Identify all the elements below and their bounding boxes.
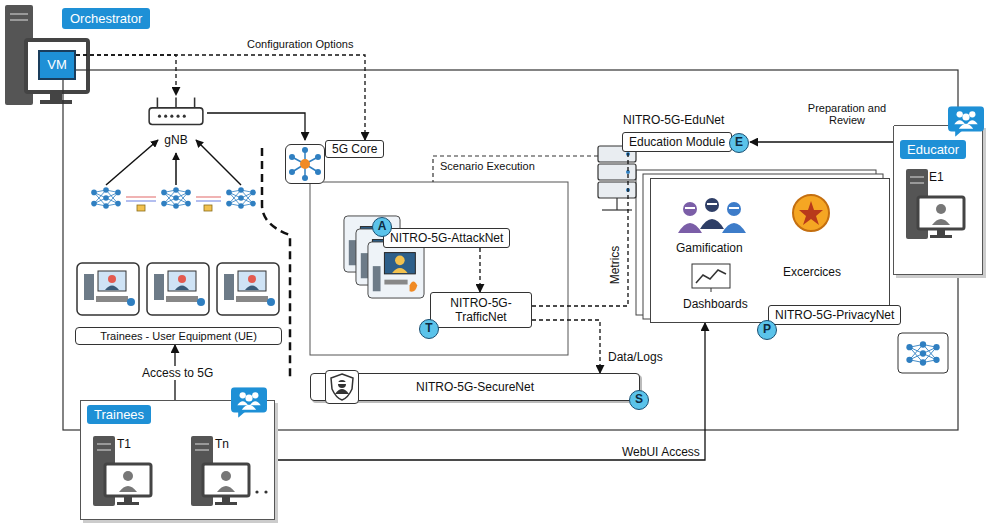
callout-letter: E — [729, 133, 749, 153]
edge-label: Configuration Options — [245, 38, 355, 50]
secure-band: NITRO-5G-SecureNetS — [310, 373, 640, 401]
module-box: NITRO-5G-EduNetEducation ModuleE — [622, 132, 732, 152]
edge-label: Preparation and Review — [800, 102, 894, 126]
node-label: Education Module — [629, 135, 725, 149]
connector — [750, 141, 893, 142]
connector — [479, 248, 480, 292]
edge-label: Metrics — [608, 244, 622, 287]
process-box: NITRO-5G-AttackNetA — [383, 228, 510, 248]
trainee-panel: Trainees — [80, 400, 275, 520]
node-label: Gamification — [676, 241, 743, 255]
node-label: NITRO-5G-SecureNet — [311, 380, 639, 394]
node-label: NITRO-5G-EduNet — [623, 113, 724, 127]
callout-letter: A — [372, 217, 392, 237]
edu-panel: GamificationExcercicesDashboards — [650, 178, 890, 323]
node-label: Trainees — [87, 405, 151, 424]
node-label: Educator — [900, 140, 966, 159]
router-node: gNB — [145, 95, 207, 151]
text-label: E1 — [929, 170, 944, 184]
text-label: Scenario Execution — [440, 160, 535, 172]
icon — [145, 95, 207, 129]
icon — [676, 195, 748, 239]
vm-screen: VM — [38, 50, 76, 80]
process-box: NITRO-5G-PrivacyNetP — [768, 305, 901, 325]
connector — [76, 55, 176, 95]
core-node: 5G Core — [285, 140, 397, 186]
node-label: Excercices — [783, 265, 841, 279]
callout-letter: P — [757, 320, 777, 340]
node-label: NITRO-5G-AttackNet — [390, 231, 503, 245]
node-label: NITRO-5G-PrivacyNet — [775, 308, 894, 322]
connector — [76, 55, 365, 140]
icon — [691, 263, 731, 293]
ue-box: Trainees - User Equipment (UE) — [75, 327, 282, 345]
educator-panel: Educator — [893, 125, 983, 275]
process-box: NITRO-5G-TrafficNetT — [430, 292, 532, 328]
title-tag: Orchestrator — [62, 8, 150, 29]
node-label: NITRO-5G-TrafficNet — [435, 296, 527, 324]
icon — [791, 193, 831, 233]
icon — [325, 370, 359, 404]
icon — [231, 387, 267, 418]
node-label: Dashboards — [683, 297, 748, 311]
node-label: Orchestrator — [70, 11, 142, 26]
node-label: gNB — [145, 133, 207, 147]
edge-label: Data/Logs — [606, 350, 665, 364]
callout-letter: T — [419, 319, 439, 339]
node-label: Trainees - User Equipment (UE) — [82, 330, 275, 342]
icon — [285, 144, 325, 184]
connector — [532, 152, 628, 306]
text-label: Tn — [215, 437, 229, 451]
edge-label: Access to 5G — [140, 366, 215, 380]
node-label: VM — [40, 52, 74, 78]
edge-label: WebUI Access — [620, 445, 702, 459]
connector — [275, 323, 705, 460]
callout-letter: S — [629, 390, 649, 410]
node-label: 5G Core — [325, 140, 384, 158]
connector — [207, 113, 305, 140]
text-label: T1 — [117, 437, 131, 451]
icon — [948, 106, 984, 137]
connector — [532, 320, 600, 373]
